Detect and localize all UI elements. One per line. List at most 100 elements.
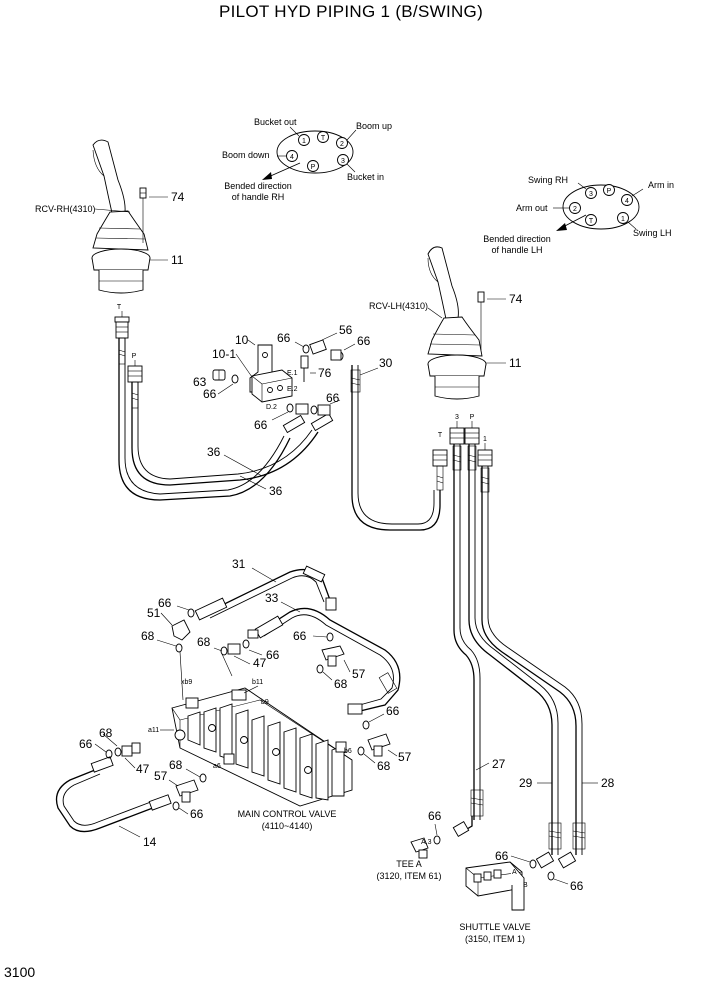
callout-36: 36 (207, 445, 221, 459)
callout-66: 66 (570, 879, 584, 893)
callout-30: 30 (379, 356, 393, 370)
lh-1-fitting (477, 449, 493, 467)
rh-bend-arrow-head (262, 172, 272, 180)
tee-a-label: TEE A (396, 859, 422, 869)
tee-a-ref-label: (3120, ITEM 61) (376, 871, 441, 881)
boom-up-label: Boom up (356, 121, 392, 131)
rh-t-fitting (115, 321, 129, 339)
lh-valve-body (434, 376, 480, 400)
lh-handle-grip (427, 246, 459, 320)
shuttle-valve-ref-label: (3150, ITEM 1) (465, 934, 525, 944)
rcv-lh-joystick: 74 11 RCV-LH(4310) (369, 246, 523, 400)
o-ring-66 (310, 405, 318, 415)
lh-operating-pattern: 3 P 4 2 T 1 Swing RH Arm in Arm out Swin… (483, 175, 674, 255)
callout-29: 29 (519, 776, 533, 790)
o-ring-68 (199, 773, 207, 783)
elbow-56 (309, 339, 327, 355)
callout-33: 33 (265, 591, 279, 605)
lh-port-label: 4 (625, 198, 629, 205)
mcv-hoses: 31 33 66 51 68 68 66 47 66 (141, 557, 412, 773)
lh-port-circle (621, 194, 633, 206)
port-xb9-label: xb9 (181, 679, 192, 686)
boom-down-label: Boom down (222, 150, 270, 160)
callout-27: 27 (492, 757, 506, 771)
callout-68: 68 (169, 758, 183, 772)
lh-port-circle (585, 187, 597, 199)
hose-27 (453, 444, 475, 820)
callout-66: 66 (190, 807, 204, 821)
callout-76: 76 (318, 366, 332, 380)
main-control-valve: xb9 b11 b9 a11 a6 b6 MAIN CONTROL VALVE … (148, 651, 353, 831)
rh-bend-arrow-line (265, 162, 301, 179)
port-b-label: B (523, 882, 528, 889)
port-a6-label: a6 (213, 763, 221, 770)
bucket-out-label: Bucket out (254, 117, 297, 127)
mcv-spool-sections (187, 703, 345, 801)
rh-operating-pattern: 1 T 2 3 P 4 Bucket out Boom up Boom down… (222, 117, 392, 202)
mcv-label: MAIN CONTROL VALVE (238, 809, 337, 819)
lh-3-fitting (449, 427, 465, 445)
rh-pattern-plate (276, 130, 354, 174)
hose-36-t (118, 338, 291, 501)
callout-47: 47 (136, 762, 150, 776)
port-b9-label: b9 (261, 699, 269, 706)
o-ring-68 (175, 643, 183, 653)
o-ring-66 (302, 344, 310, 354)
o-ring-66 (547, 871, 555, 881)
block-10-1 (251, 369, 293, 403)
o-ring-66 (362, 720, 370, 730)
arm-out-label: Arm out (516, 203, 548, 213)
callout-66: 66 (266, 648, 280, 662)
o-ring-68 (220, 646, 228, 656)
hose-36-p (131, 382, 319, 486)
o-ring-68 (316, 664, 324, 674)
rh-port-label: T (321, 135, 326, 142)
port-e2-label: E.2 (287, 386, 298, 393)
port-e1-label: E.1 (287, 370, 298, 377)
callout-14: 14 (143, 835, 157, 849)
lh-port-1-label: 1 (483, 436, 487, 443)
lh-hoses: T 3 P 1 27 (432, 414, 615, 855)
swing-lh-label: Swing LH (633, 228, 672, 238)
tee-a-assembly: A.3 66 TEE A (3120, ITEM 61) (376, 809, 441, 881)
rh-port-label: P (311, 164, 316, 171)
lh-port-label: P (607, 188, 612, 195)
callout-66: 66 (158, 596, 172, 610)
lh-bend-arrow-head (556, 223, 567, 231)
callout-74: 74 (509, 292, 523, 306)
lh-port-circle (603, 184, 615, 196)
callout-66: 66 (293, 629, 307, 643)
adapter-47 (121, 745, 133, 757)
callout-10: 10 (235, 333, 249, 347)
hose-33 (261, 607, 401, 713)
callout-28: 28 (601, 776, 615, 790)
callout-51: 51 (147, 606, 161, 620)
lh-port-circle (617, 212, 629, 224)
o-ring-66 (433, 835, 441, 845)
lh-p-fitting (464, 427, 480, 445)
port-a3-label: A.3 (421, 839, 432, 846)
callout-11: 11 (171, 253, 184, 267)
callout-66: 66 (277, 331, 291, 345)
rh-port-t-label: T (117, 304, 122, 311)
hose-30: 30 (350, 356, 441, 531)
rh-bended-label-1: Bended direction (224, 181, 292, 191)
rcv-rh-joystick: 74 11 RCV-RH(4310) (35, 139, 185, 294)
callout-66: 66 (79, 737, 93, 751)
rh-port-label: 3 (341, 158, 345, 165)
rh-port-p-label: P (132, 353, 137, 360)
callout-68: 68 (141, 629, 155, 643)
lh-port-t-label: T (438, 432, 443, 439)
callout-11: 11 (509, 356, 522, 370)
callout-31: 31 (232, 557, 246, 571)
callout-68: 68 (99, 726, 113, 740)
lh-port-3-label: 3 (455, 414, 459, 421)
callout-68: 68 (197, 635, 211, 649)
lh-t-fitting (432, 449, 448, 467)
callout-63: 63 (193, 375, 207, 389)
o-ring-68 (357, 746, 365, 756)
rh-port-circle (298, 134, 310, 146)
port-a11-label: a11 (148, 727, 159, 734)
rh-port-label: 4 (290, 154, 294, 161)
